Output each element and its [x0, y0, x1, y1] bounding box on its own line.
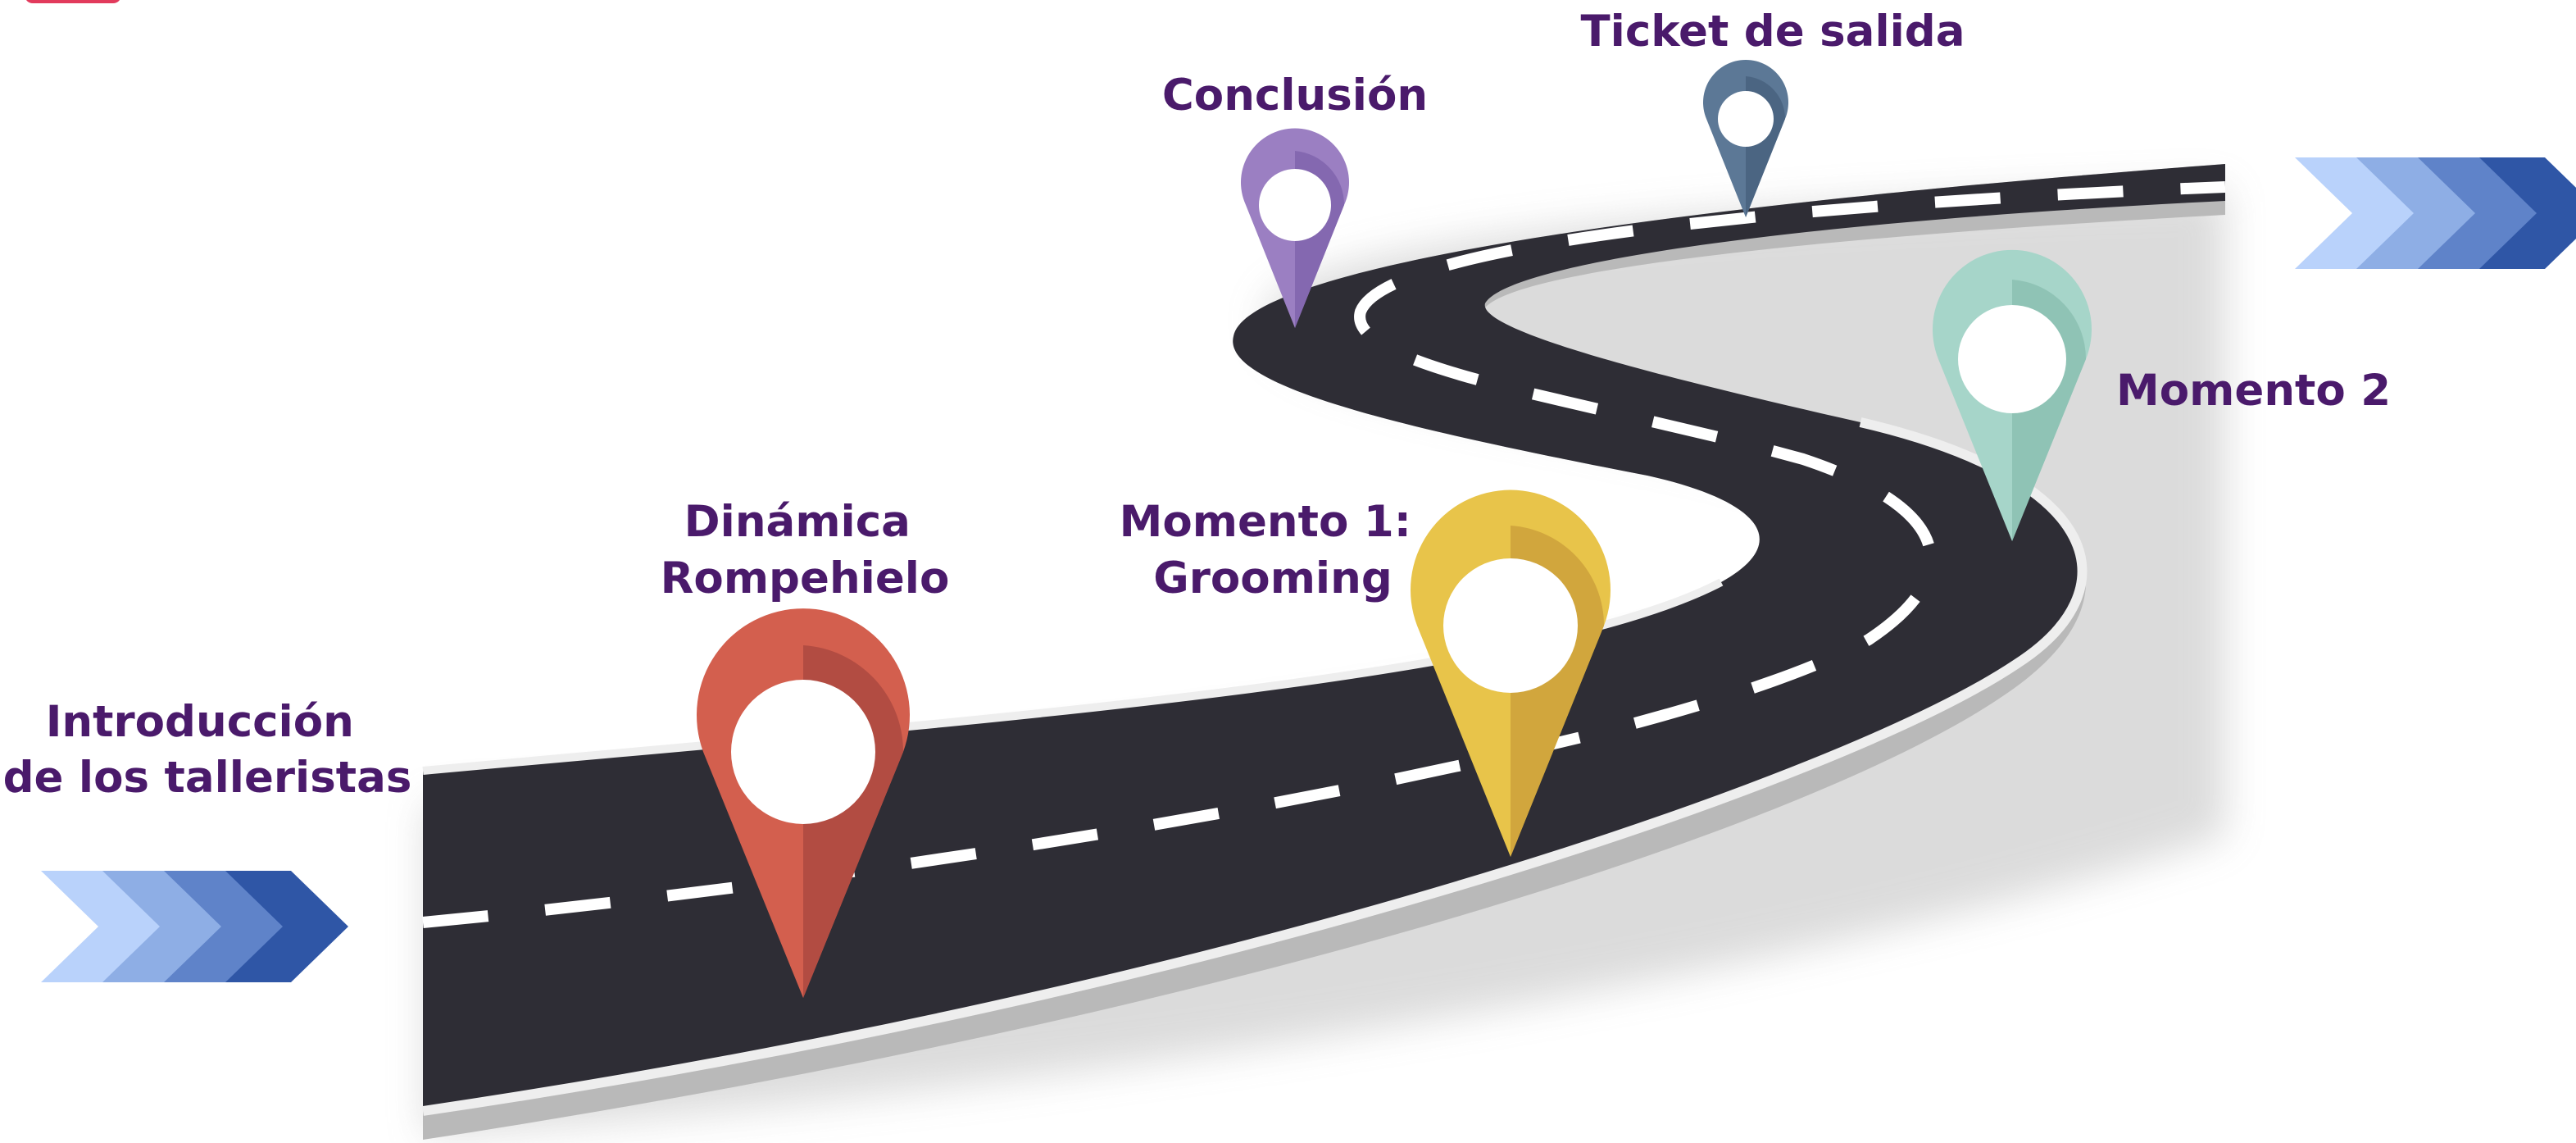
map-pin-icon [1411, 490, 1611, 857]
label-dinamica-line-2: Rompehielo [661, 553, 950, 603]
map-pin-icon [1703, 60, 1788, 217]
map-pin-icon [697, 608, 910, 998]
chevron-arrow-icon [2295, 157, 2576, 269]
label-intro: Introducción de los talleristas [3, 697, 412, 803]
label-dinamica: Dinámica Rompehielo [661, 497, 950, 603]
map-pin-icon [1933, 249, 2092, 541]
label-momento1-line-2: Grooming [1153, 553, 1392, 603]
road-center-line [422, 181, 2226, 928]
road-surface [423, 164, 2225, 1111]
label-momento2-line-1: Momento 2 [2116, 366, 2391, 416]
label-momento1: Momento 1: Grooming [1120, 497, 1427, 603]
chevron-arrow-icon [41, 871, 348, 982]
corner-accent [26, 0, 120, 3]
milestone-labels: Introducción de los talleristas Dinámica… [3, 7, 2392, 803]
map-pin-icon [1241, 128, 1349, 328]
winding-road [422, 164, 2226, 1140]
label-conclusion-line-1: Conclusión [1162, 71, 1428, 121]
label-intro-line-1: Introducción [46, 697, 354, 747]
road-outer-edge-line [422, 417, 2088, 1116]
label-ticket-line-1: Ticket de salida [1581, 7, 1965, 57]
label-intro-line-2: de los talleristas [3, 753, 412, 803]
label-momento2: Momento 2 [2116, 366, 2391, 416]
milestone-pins [697, 60, 2092, 998]
road-inner-edge-line [422, 578, 1724, 775]
label-conclusion: Conclusión [1162, 71, 1428, 121]
label-momento1-line-1: Momento 1: [1120, 497, 1411, 547]
label-ticket: Ticket de salida [1581, 7, 1965, 57]
label-dinamica-line-1: Dinámica [684, 497, 911, 547]
